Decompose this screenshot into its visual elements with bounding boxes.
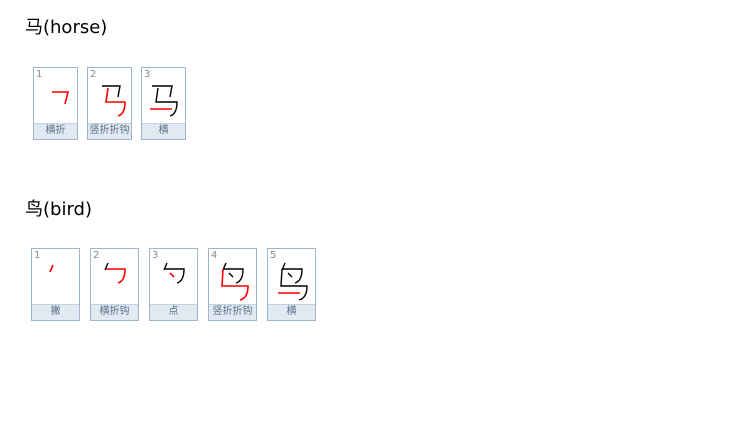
stroke-number: 5 <box>270 250 277 261</box>
stroke-name: 点 <box>150 304 197 320</box>
stroke-number: 2 <box>90 69 97 80</box>
stroke-name: 横折钩 <box>91 304 138 320</box>
stroke-diagram-3 <box>150 85 178 117</box>
stroke-diagram-3 <box>163 262 185 284</box>
stroke-number: 1 <box>36 69 43 80</box>
stroke-name: 竖折折钩 <box>209 304 256 320</box>
stroke-number: 3 <box>152 250 159 261</box>
stroke-diagram-2 <box>104 262 126 284</box>
stroke-card: 5 横 <box>267 248 316 321</box>
stroke-diagram-4 <box>221 262 249 301</box>
stroke-card: 3 点 <box>149 248 198 321</box>
stroke-card: 1 横折 <box>33 67 78 140</box>
stroke-name: 撇 <box>32 304 79 320</box>
bird-heading: 鸟(bird) <box>25 199 92 220</box>
stroke-name: 横折 <box>34 123 77 139</box>
stroke-card: 2 横折钩 <box>90 248 139 321</box>
stroke-card: 3 横 <box>141 67 186 140</box>
stroke-card: 4 竖折折钩 <box>208 248 257 321</box>
stroke-diagram-5 <box>278 262 308 301</box>
horse-stroke-order: 1 横折 2 竖折折钩 3 横 <box>33 67 195 140</box>
stroke-diagram-2 <box>102 85 126 117</box>
stroke-diagram-1 <box>52 91 70 105</box>
stroke-number: 3 <box>144 69 151 80</box>
stroke-card: 1 撇 <box>31 248 80 321</box>
bird-stroke-order: 1 撇 2 横折钩 3 点 4 竖折折钩 5 <box>31 248 326 321</box>
stroke-name: 横 <box>142 123 185 139</box>
horse-heading: 马(horse) <box>25 17 108 38</box>
stroke-number: 1 <box>34 250 41 261</box>
stroke-name: 竖折折钩 <box>88 123 131 139</box>
stroke-card: 2 竖折折钩 <box>87 67 132 140</box>
stroke-name: 横 <box>268 304 315 320</box>
stroke-number: 4 <box>211 250 218 261</box>
stroke-diagram-1 <box>49 264 54 273</box>
stroke-number: 2 <box>93 250 100 261</box>
